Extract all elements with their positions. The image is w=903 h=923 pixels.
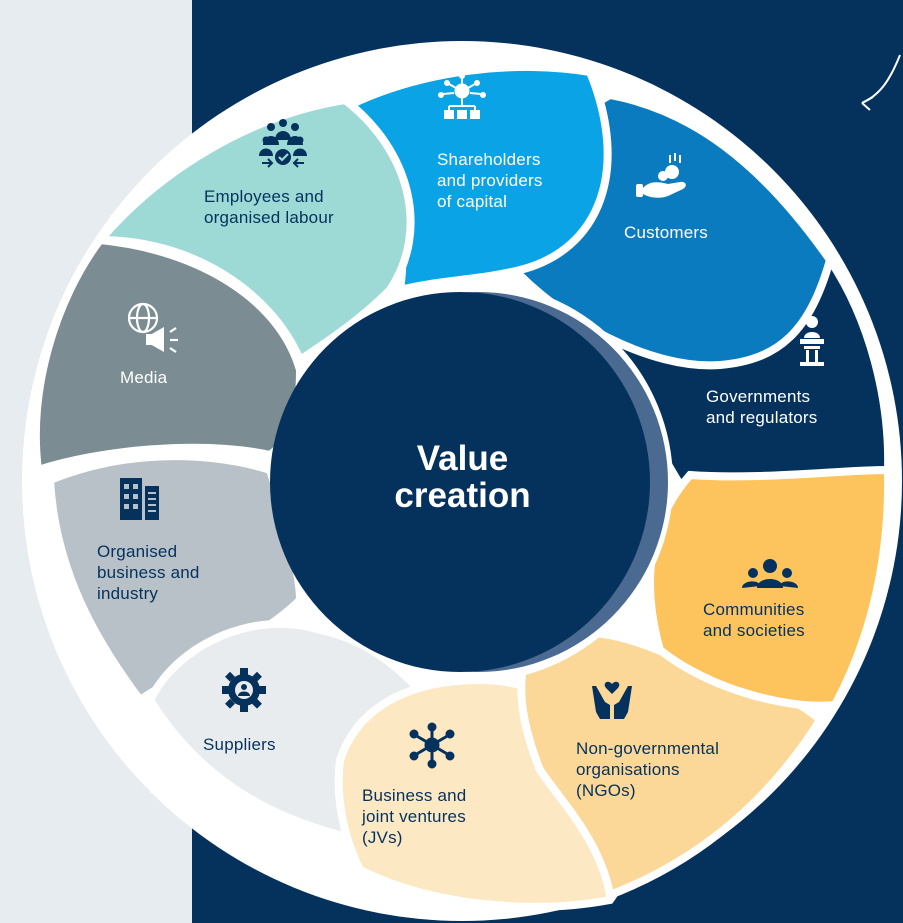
label-communities: Communities and societies — [703, 600, 805, 640]
hand-coins-icon — [636, 153, 686, 198]
label-media: Media — [120, 368, 168, 387]
employees-group-icon — [259, 119, 307, 168]
hands-heart-icon — [592, 681, 632, 719]
center-circle — [270, 292, 650, 672]
globe-megaphone-icon — [127, 302, 178, 353]
center-title-line2: creation — [394, 476, 531, 515]
center-title: Value creation — [320, 440, 605, 514]
label-shareholders: Shareholders and providers of capital — [437, 150, 543, 211]
segment-media[interactable] — [31, 235, 305, 476]
label-ngos: Non-governmental organisations (NGOs) — [576, 739, 720, 800]
label-suppliers: Suppliers — [203, 735, 276, 754]
label-organised-business: Organised business and industry — [97, 542, 200, 603]
curved-arrow-icon — [861, 54, 901, 104]
network-hierarchy-icon — [438, 73, 486, 119]
arrowhead-icon — [861, 96, 874, 111]
label-employees: Employees and organised labour — [204, 187, 334, 227]
center-title-line1: Value — [416, 439, 509, 478]
podium-speaker-icon — [800, 316, 824, 366]
label-customers: Customers — [624, 223, 708, 242]
buildings-icon — [120, 478, 159, 520]
label-governments: Governments and regulators — [706, 387, 818, 427]
gear-person-icon — [222, 668, 266, 712]
label-business-jvs: Business and joint ventures (JVs) — [362, 786, 467, 847]
people-group-icon — [742, 559, 798, 588]
network-nodes-icon — [409, 722, 455, 769]
